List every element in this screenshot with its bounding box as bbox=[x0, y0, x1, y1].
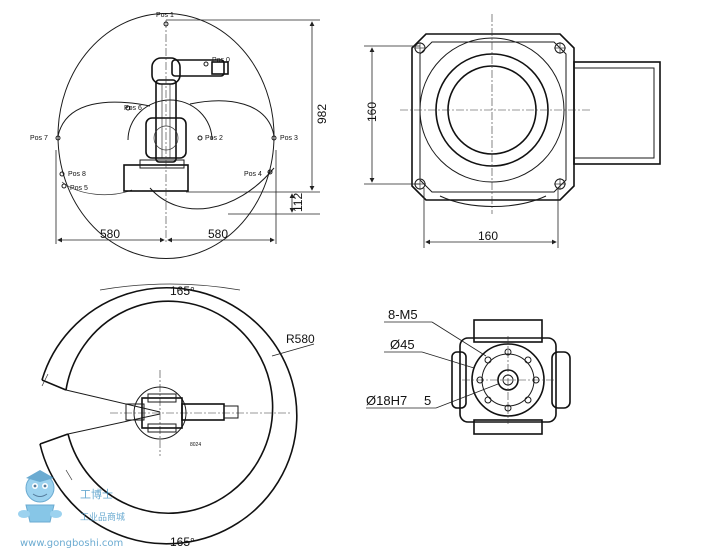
position-markers bbox=[55, 21, 277, 189]
plan-joint-cap-bot bbox=[147, 423, 177, 433]
callout-bore-leader bbox=[435, 383, 499, 409]
label-pos1: Pos 1 bbox=[156, 12, 174, 19]
label-pos4: Pos 4 bbox=[244, 171, 262, 178]
dim-base: 112 bbox=[291, 193, 305, 212]
lower-left-arc bbox=[61, 181, 133, 195]
limit-line-bottom bbox=[67, 413, 161, 435]
side-flange-inner bbox=[573, 67, 655, 159]
marker-pos2 bbox=[197, 135, 203, 141]
base-inner bbox=[419, 41, 567, 193]
base-view: 160 160 bbox=[364, 14, 661, 248]
base-dim-horizontal: 160 bbox=[478, 229, 498, 243]
label-pos7: Pos 7 bbox=[30, 135, 48, 142]
dim-right-reach: 580 bbox=[208, 227, 228, 241]
marker-pos6 bbox=[125, 105, 131, 111]
plan-radius: R580 bbox=[286, 332, 315, 346]
base-dim-vertical: 160 bbox=[365, 102, 379, 122]
robot-base bbox=[123, 164, 189, 192]
radius-leader bbox=[271, 343, 315, 357]
upper-arm bbox=[171, 59, 225, 77]
callout-dia-leader bbox=[421, 351, 475, 369]
robot-base-plate bbox=[139, 159, 185, 169]
lower-sweep-arc bbox=[149, 167, 275, 210]
watermark-url: www.gongboshi.com bbox=[20, 538, 123, 549]
callout-bore: Ø18H7 bbox=[366, 393, 407, 408]
side-view: Pos 1 Pos 0 Pos 6 Pos 2 Pos 3 Pos 7 Pos … bbox=[30, 12, 329, 260]
plan-outer-arc bbox=[39, 287, 298, 545]
right-inner-arc bbox=[189, 100, 275, 137]
plan-center-mark: 8024 bbox=[190, 442, 201, 448]
base-outline bbox=[411, 33, 575, 201]
plan-view: 8024 165° 165° R580 bbox=[39, 283, 315, 549]
label-pos6: Pos 6 bbox=[124, 105, 142, 112]
callout-dia: Ø45 bbox=[390, 337, 415, 352]
wrist bbox=[211, 61, 229, 75]
marker-pos3 bbox=[271, 135, 277, 141]
limit-tick-bottom bbox=[65, 469, 73, 481]
marker-pos7 bbox=[55, 135, 61, 141]
marker-pos1 bbox=[163, 21, 169, 27]
callout-depth: 5 bbox=[424, 393, 431, 408]
plan-angle-top: 165° bbox=[170, 284, 195, 298]
plan-close-top bbox=[41, 379, 67, 391]
plan-rear-cap bbox=[125, 403, 145, 421]
limit-tick-top bbox=[41, 373, 49, 387]
flange-view: 8-M5 Ø45 Ø18H7 5 bbox=[366, 307, 571, 435]
angle-arc-top bbox=[99, 283, 241, 291]
left-inner-arc bbox=[57, 101, 151, 137]
plan-base-circle bbox=[133, 386, 187, 440]
watermark-subtitle: 工业品商城 bbox=[80, 511, 125, 523]
plan-inner-arc bbox=[65, 300, 274, 514]
plan-wrist bbox=[223, 405, 239, 419]
label-pos8: Pos 8 bbox=[68, 171, 86, 178]
marker-pos4 bbox=[267, 169, 273, 175]
watermark: 工博士 工业品商城 www.gongboshi.com bbox=[18, 470, 125, 549]
watermark-brand: 工博士 bbox=[80, 488, 113, 501]
limit-line-top bbox=[65, 389, 161, 413]
plan-joint-cap-top bbox=[147, 393, 177, 403]
dim-height: 982 bbox=[315, 104, 329, 124]
callout-bolts: 8-M5 bbox=[388, 307, 418, 322]
plan-arm bbox=[181, 403, 225, 421]
marker-pos5 bbox=[61, 183, 67, 189]
dim-left-reach: 580 bbox=[100, 227, 120, 241]
mascot-icon bbox=[18, 470, 62, 523]
plan-angle-bottom: 165° bbox=[170, 535, 195, 549]
label-pos3: Pos 3 bbox=[280, 135, 298, 142]
callout-bolts-leader bbox=[431, 321, 487, 357]
marker-pos8 bbox=[59, 171, 65, 177]
label-pos0: Pos 0 bbox=[212, 57, 230, 64]
flange-right-lug bbox=[551, 351, 571, 409]
marker-pos0 bbox=[203, 61, 209, 67]
label-pos2: Pos 2 bbox=[205, 135, 223, 142]
label-pos5: Pos 5 bbox=[70, 185, 88, 192]
base-bottom-arc bbox=[439, 195, 547, 207]
plan-close-bottom bbox=[39, 433, 69, 445]
side-flange bbox=[573, 61, 661, 165]
